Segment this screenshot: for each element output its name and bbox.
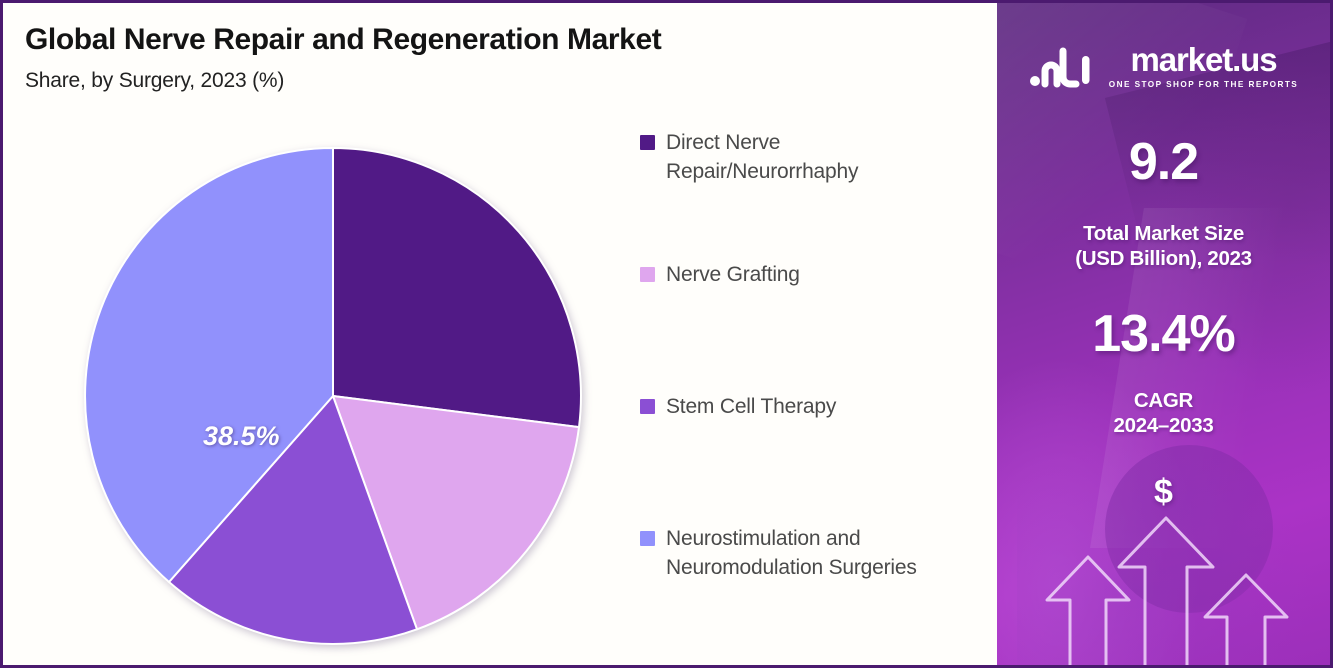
logo-text-column: market.us ONE STOP SHOP FOR THE REPORTS: [1109, 43, 1298, 89]
pie-svg: [84, 146, 582, 645]
pie-slice-direct-nerve-repair[interactable]: [332, 146, 582, 429]
market-size-caption-line1: Total Market Size: [1083, 222, 1244, 245]
growth-arrows-icon: [1045, 516, 1289, 665]
legend-label-nerve-grafting: Nerve Grafting: [666, 263, 800, 286]
cagr-value: 13.4%: [1092, 305, 1235, 363]
market-us-logo-icon: [1029, 47, 1090, 88]
legend-label-neurostimulation: Neurostimulation and Neuromodulation Sur…: [666, 527, 917, 579]
legend-label-direct-nerve-repair: Direct Nerve Repair/Neurorrhaphy: [666, 131, 859, 183]
market-size-caption: Total Market Size (USD Billion), 2023: [997, 221, 1330, 271]
market-size-caption-line2: (USD Billion), 2023: [1075, 247, 1252, 270]
pie-slice-neurostimulation[interactable]: [84, 146, 334, 584]
page-title: Global Nerve Repair and Regeneration Mar…: [25, 23, 662, 56]
legend-item-stem-cell-therapy[interactable]: Stem Cell Therapy: [640, 393, 836, 422]
pie-slice-nerve-grafting[interactable]: [331, 394, 581, 631]
growth-arrow-left: [1045, 555, 1131, 665]
logo-tagline: ONE STOP SHOP FOR THE REPORTS: [1108, 80, 1299, 89]
logo-wordmark: market.us: [1130, 41, 1277, 78]
pie-chart: 38.5%: [83, 146, 583, 646]
legend-item-direct-nerve-repair[interactable]: Direct Nerve Repair/Neurorrhaphy: [640, 129, 966, 187]
growth-arrow-center: [1117, 516, 1215, 665]
legend-swatch-icon-direct-nerve-repair: [640, 135, 655, 150]
title-block: Global Nerve Repair and Regeneration Mar…: [25, 23, 662, 93]
cagr-caption: CAGR 2024–2033: [997, 388, 1330, 438]
legend-label-stem-cell-therapy: Stem Cell Therapy: [666, 395, 837, 418]
chart-panel: Global Nerve Repair and Regeneration Mar…: [0, 0, 997, 668]
pie-slice-stem-cell-therapy[interactable]: [167, 394, 419, 645]
legend-item-neurostimulation[interactable]: Neurostimulation and Neuromodulation Sur…: [640, 525, 966, 583]
brand-logo[interactable]: market.us ONE STOP SHOP FOR THE REPORTS: [997, 43, 1330, 89]
cagr-caption-line2: 2024–2033: [1113, 414, 1214, 437]
stats-panel: market.us ONE STOP SHOP FOR THE REPORTS …: [997, 0, 1333, 668]
cagr-caption-line1: CAGR: [1133, 389, 1194, 412]
chart-subtitle: Share, by Surgery, 2023 (%): [25, 69, 285, 92]
dollar-sign-icon: $: [1154, 473, 1173, 511]
market-size-value: 9.2: [1128, 133, 1199, 191]
legend-swatch-icon-nerve-grafting: [640, 267, 655, 282]
legend-swatch-icon-neurostimulation: [640, 531, 655, 546]
legend-swatch-icon-stem-cell-therapy: [640, 399, 655, 414]
legend-item-nerve-grafting[interactable]: Nerve Grafting: [640, 261, 800, 290]
growth-arrow-right: [1203, 573, 1289, 665]
